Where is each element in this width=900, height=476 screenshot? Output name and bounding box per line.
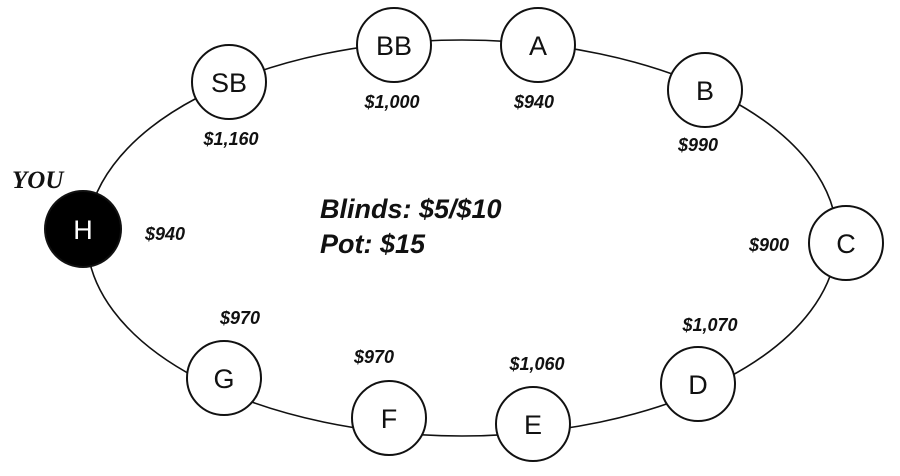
seat-a-stack: $940 xyxy=(513,92,554,112)
seat-c-stack: $900 xyxy=(748,235,789,255)
seat-h-you: H $940 xyxy=(44,190,185,268)
seat-e-stack: $1,060 xyxy=(508,354,564,374)
seat-d-circle xyxy=(660,346,736,422)
seat-b-stack: $990 xyxy=(677,135,718,155)
seat-sb-label: SB xyxy=(211,68,247,98)
seat-h-stack: $940 xyxy=(144,224,185,244)
seat-b-circle xyxy=(667,52,743,128)
seat-d: D $1,070 xyxy=(660,315,738,422)
seat-a-circle xyxy=(500,7,576,83)
seat-b-label: B xyxy=(696,76,714,106)
seat-c-circle xyxy=(808,205,884,281)
seat-a-label: A xyxy=(529,31,547,61)
seat-e-label: E xyxy=(524,410,542,440)
seat-e: E $1,060 xyxy=(495,354,571,462)
seat-h-label: H xyxy=(73,215,93,245)
you-label: YOU xyxy=(12,167,65,194)
seat-bb: BB $1,000 xyxy=(356,7,432,112)
seat-bb-stack: $1,000 xyxy=(363,92,419,112)
seat-c-label: C xyxy=(836,229,856,259)
seat-bb-label: BB xyxy=(376,31,412,61)
blinds-text: Blinds: $5/$10 xyxy=(320,194,502,224)
seat-g: G $970 xyxy=(186,308,262,416)
seat-sb: SB $1,160 xyxy=(191,44,267,149)
seat-bb-circle xyxy=(356,7,432,83)
seat-e-circle xyxy=(495,386,571,462)
seat-h-circle xyxy=(44,190,122,268)
seat-g-circle xyxy=(186,340,262,416)
seat-b: B $990 xyxy=(667,52,743,155)
seat-c: C $900 xyxy=(748,205,884,281)
seat-f-label: F xyxy=(381,404,398,434)
seat-d-stack: $1,070 xyxy=(681,315,737,335)
seat-f-circle xyxy=(351,380,427,456)
pot-text: Pot: $15 xyxy=(320,229,426,259)
seat-f: F $970 xyxy=(351,347,427,456)
seat-g-stack: $970 xyxy=(219,308,260,328)
seat-sb-stack: $1,160 xyxy=(202,129,258,149)
seat-a: A $940 xyxy=(500,7,576,112)
seat-d-label: D xyxy=(688,370,708,400)
seat-f-stack: $970 xyxy=(353,347,394,367)
seat-sb-circle xyxy=(191,44,267,120)
seat-g-label: G xyxy=(213,364,234,394)
